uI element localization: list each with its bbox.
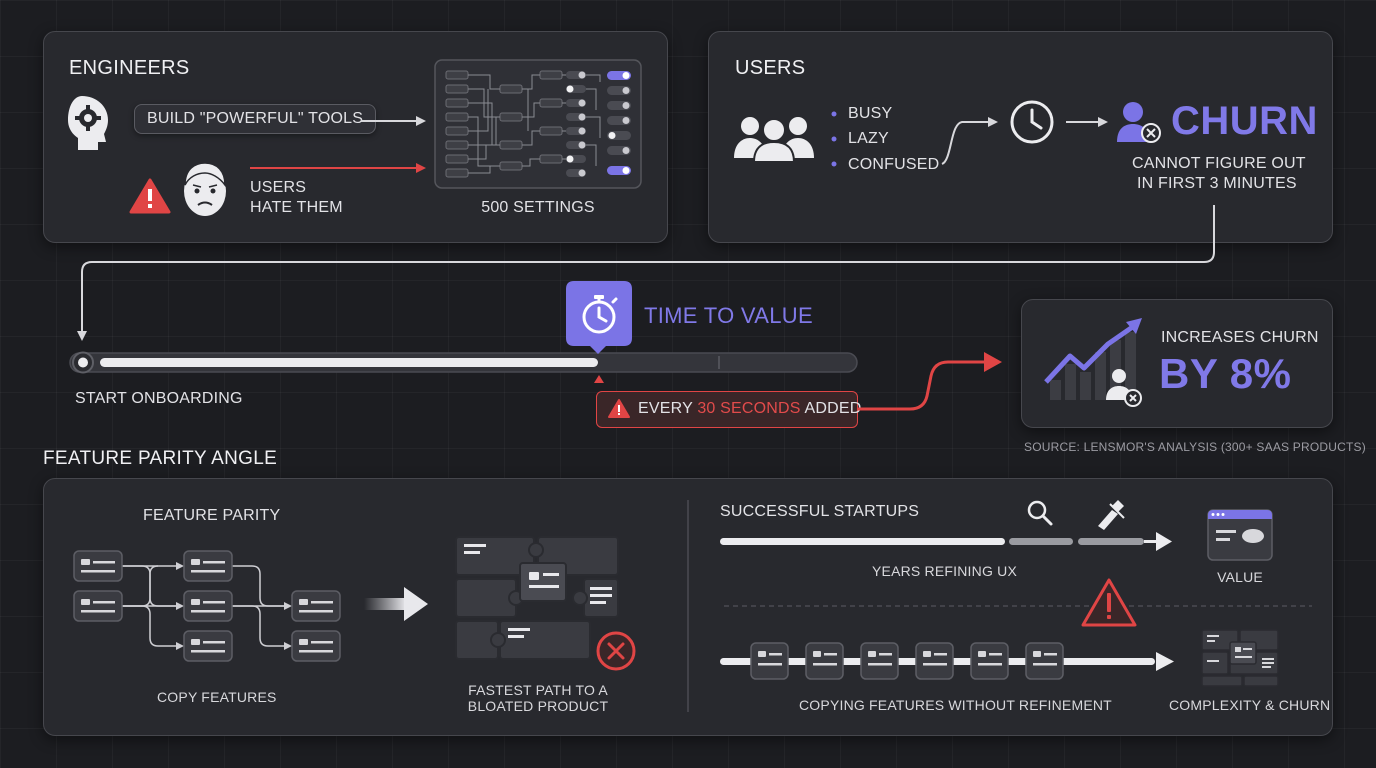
trait-lazy: LAZY <box>848 130 889 147</box>
increases-churn-label: INCREASES CHURN <box>1161 329 1319 346</box>
seconds-added-prefix: EVERY <box>638 400 698 417</box>
churn-reason-1: CANNOT FIGURE OUT <box>1132 155 1306 172</box>
trait-confused: CONFUSED <box>848 156 940 173</box>
500-settings-label: 500 SETTINGS <box>481 199 595 216</box>
seconds-added-callout <box>596 391 858 428</box>
feature-parity-label: FEATURE PARITY <box>143 507 281 524</box>
time-to-value-label: TIME TO VALUE <box>644 303 813 328</box>
churn-reason-2: IN FIRST 3 MINUTES <box>1137 175 1297 192</box>
by-8-percent-label: BY 8% <box>1159 350 1292 397</box>
years-refining-label: YEARS REFINING UX <box>872 563 1017 579</box>
seconds-added-suffix: ADDED <box>800 400 862 417</box>
start-onboarding-label: START ONBOARDING <box>75 390 243 407</box>
seconds-added-highlight: 30 SECONDS <box>697 400 801 417</box>
feature-parity-section-title: FEATURE PARITY ANGLE <box>43 448 278 469</box>
trait-busy: BUSY <box>848 105 893 122</box>
source-note: SOURCE: LENSMOR'S ANALYSIS (300+ SAAS PR… <box>1024 440 1366 454</box>
complexity-churn-label: COMPLEXITY & CHURN <box>1169 697 1331 713</box>
seconds-added-text: EVERY 30 SECONDS ADDED <box>638 400 861 418</box>
users-hate-label-2: HATE THEM <box>250 199 343 216</box>
users-hate-label-1: USERS <box>250 179 307 196</box>
copy-features-label: COPY FEATURES <box>157 689 277 705</box>
build-powerful-tools-label: BUILD "POWERFUL" TOOLS <box>134 104 377 134</box>
value-label: VALUE <box>1217 569 1263 585</box>
churn-label: CHURN <box>1171 99 1318 143</box>
copying-features-label: COPYING FEATURES WITHOUT REFINEMENT <box>799 697 1112 713</box>
bloated-label-1: FASTEST PATH TO A <box>468 682 608 698</box>
bloated-label-2: BLOATED PRODUCT <box>467 698 609 714</box>
engineers-title: ENGINEERS <box>69 57 190 79</box>
users-title: USERS <box>735 57 806 79</box>
successful-startups-label: SUCCESSFUL STARTUPS <box>720 503 920 520</box>
